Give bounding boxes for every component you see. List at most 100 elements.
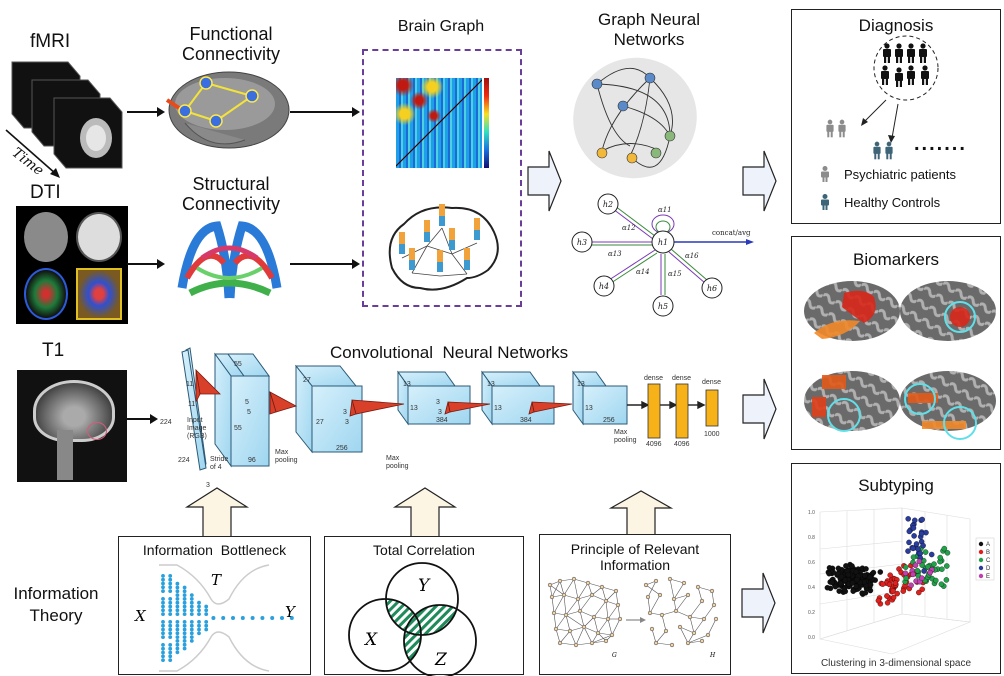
edge-a15: α15: [668, 270, 682, 278]
scatter-point: [849, 563, 855, 569]
ib-dot: [197, 620, 201, 624]
edge-a11: α11: [658, 206, 672, 214]
graph-edge: [587, 582, 603, 588]
graph-node: [553, 626, 559, 632]
y-tick-label: 0.8: [808, 535, 815, 541]
dense3-label: dense: [702, 379, 721, 386]
ib-dot: [161, 627, 165, 632]
dim-l2-top: 27: [303, 377, 311, 384]
dense2-label: dense: [672, 375, 691, 382]
ib-dot: [211, 616, 216, 620]
graph-edge: [655, 630, 667, 644]
ib-dot: [161, 658, 165, 662]
input-label-1: Input: [187, 417, 203, 424]
information-theory-label: Information Theory: [13, 584, 99, 625]
graph-edge: [591, 640, 607, 644]
arrow-fc-to-brain-graph: [290, 107, 360, 117]
ib-dot: [189, 639, 194, 643]
graph-edge: [593, 616, 599, 634]
graph-node: [643, 582, 649, 588]
up-arrow-relevant-info: [608, 490, 674, 536]
person-icon-black: [907, 43, 915, 63]
ib-dot: [175, 627, 180, 632]
input-label-2: Image: [187, 425, 207, 432]
dim-k4a: 3: [436, 399, 440, 406]
ib-dot: [189, 593, 194, 597]
graph-node: [713, 616, 719, 622]
t1-image: [17, 370, 127, 482]
graph-node: [589, 640, 595, 646]
graph-node: [589, 592, 595, 598]
ib-dot: [175, 612, 180, 616]
ib-dot: [175, 639, 180, 643]
node-h3: h3: [577, 238, 587, 247]
ib-dot: [161, 597, 165, 601]
graph-edge: [563, 594, 567, 616]
dim-l1-depth: 96: [248, 457, 256, 464]
person-icon-black: [895, 67, 903, 87]
functional-brain: [165, 71, 290, 149]
graph-edge: [649, 594, 661, 614]
graph-edge: [669, 578, 675, 600]
dim-l3-side: 13: [410, 405, 418, 412]
ib-dot: [168, 581, 173, 586]
bottleneck-t: T: [211, 571, 222, 589]
diagnosis-illustration: .......: [826, 35, 965, 160]
scatter-point: [919, 562, 925, 568]
graph-node: [581, 624, 587, 630]
ib-dot: [175, 642, 180, 647]
person-icon-blue: [885, 141, 893, 160]
ib-dot: [182, 620, 187, 624]
ib-dot: [175, 589, 180, 594]
graph-edge: [591, 634, 613, 644]
concat-avg-label: concat/avg: [712, 229, 751, 237]
graph-node: [685, 640, 691, 646]
gat-attention-diagram: h2 h3 h1 h4 h5 h6 α11 α12 α13 α14 α15 α1…: [571, 193, 754, 317]
ib-dot: [260, 616, 265, 620]
ib-dot: [182, 608, 187, 613]
ib-dot: [175, 650, 180, 655]
graph-node: [687, 614, 693, 620]
edge-a16: α16: [685, 252, 699, 260]
dim-l5-depth: 256: [603, 417, 615, 424]
ib-dot: [189, 631, 194, 636]
scatter-point: [826, 565, 833, 571]
ib-dot: [161, 600, 165, 605]
maxpool2-b: pooling: [386, 463, 409, 470]
graph-edge: [707, 618, 717, 636]
graph-edge: [569, 626, 585, 632]
dim-l5-top: 13: [577, 381, 585, 388]
diagnosis-title: Diagnosis: [858, 16, 934, 35]
graph-node: [603, 598, 609, 604]
ib-dot: [175, 646, 180, 651]
graph-node: [709, 588, 715, 594]
scatter-point: [921, 568, 927, 574]
scatter-point: [875, 597, 882, 604]
graph-edge: [591, 594, 607, 602]
ib-dot: [175, 631, 180, 636]
dim-l3-top: 13: [403, 381, 411, 388]
graph-node: [591, 614, 597, 620]
subtyping-caption: Clustering in 3-dimensional space: [820, 658, 972, 669]
scatter-point: [944, 550, 951, 556]
edge-a12: α12: [622, 224, 636, 232]
ib-dot: [197, 627, 201, 632]
graph-edge: [601, 586, 617, 592]
graph-edge: [583, 626, 593, 644]
graph-edge: [559, 578, 575, 582]
graph-edge: [551, 596, 555, 614]
scatter-point: [867, 574, 873, 580]
graph-edge: [607, 604, 619, 620]
venn-diagram: Y X Z: [348, 562, 477, 676]
graph-edge: [605, 590, 617, 602]
y-tick-label: 1.0: [808, 510, 815, 516]
ib-dot: [189, 627, 194, 632]
ib-dot: [161, 635, 165, 639]
graph-edge: [565, 598, 579, 616]
legend-label: E: [986, 574, 990, 580]
ib-dot: [204, 620, 209, 624]
scatter-point: [912, 562, 919, 569]
graph-node: [663, 628, 669, 634]
graph-edge: [675, 610, 691, 618]
ib-dot: [161, 581, 165, 586]
